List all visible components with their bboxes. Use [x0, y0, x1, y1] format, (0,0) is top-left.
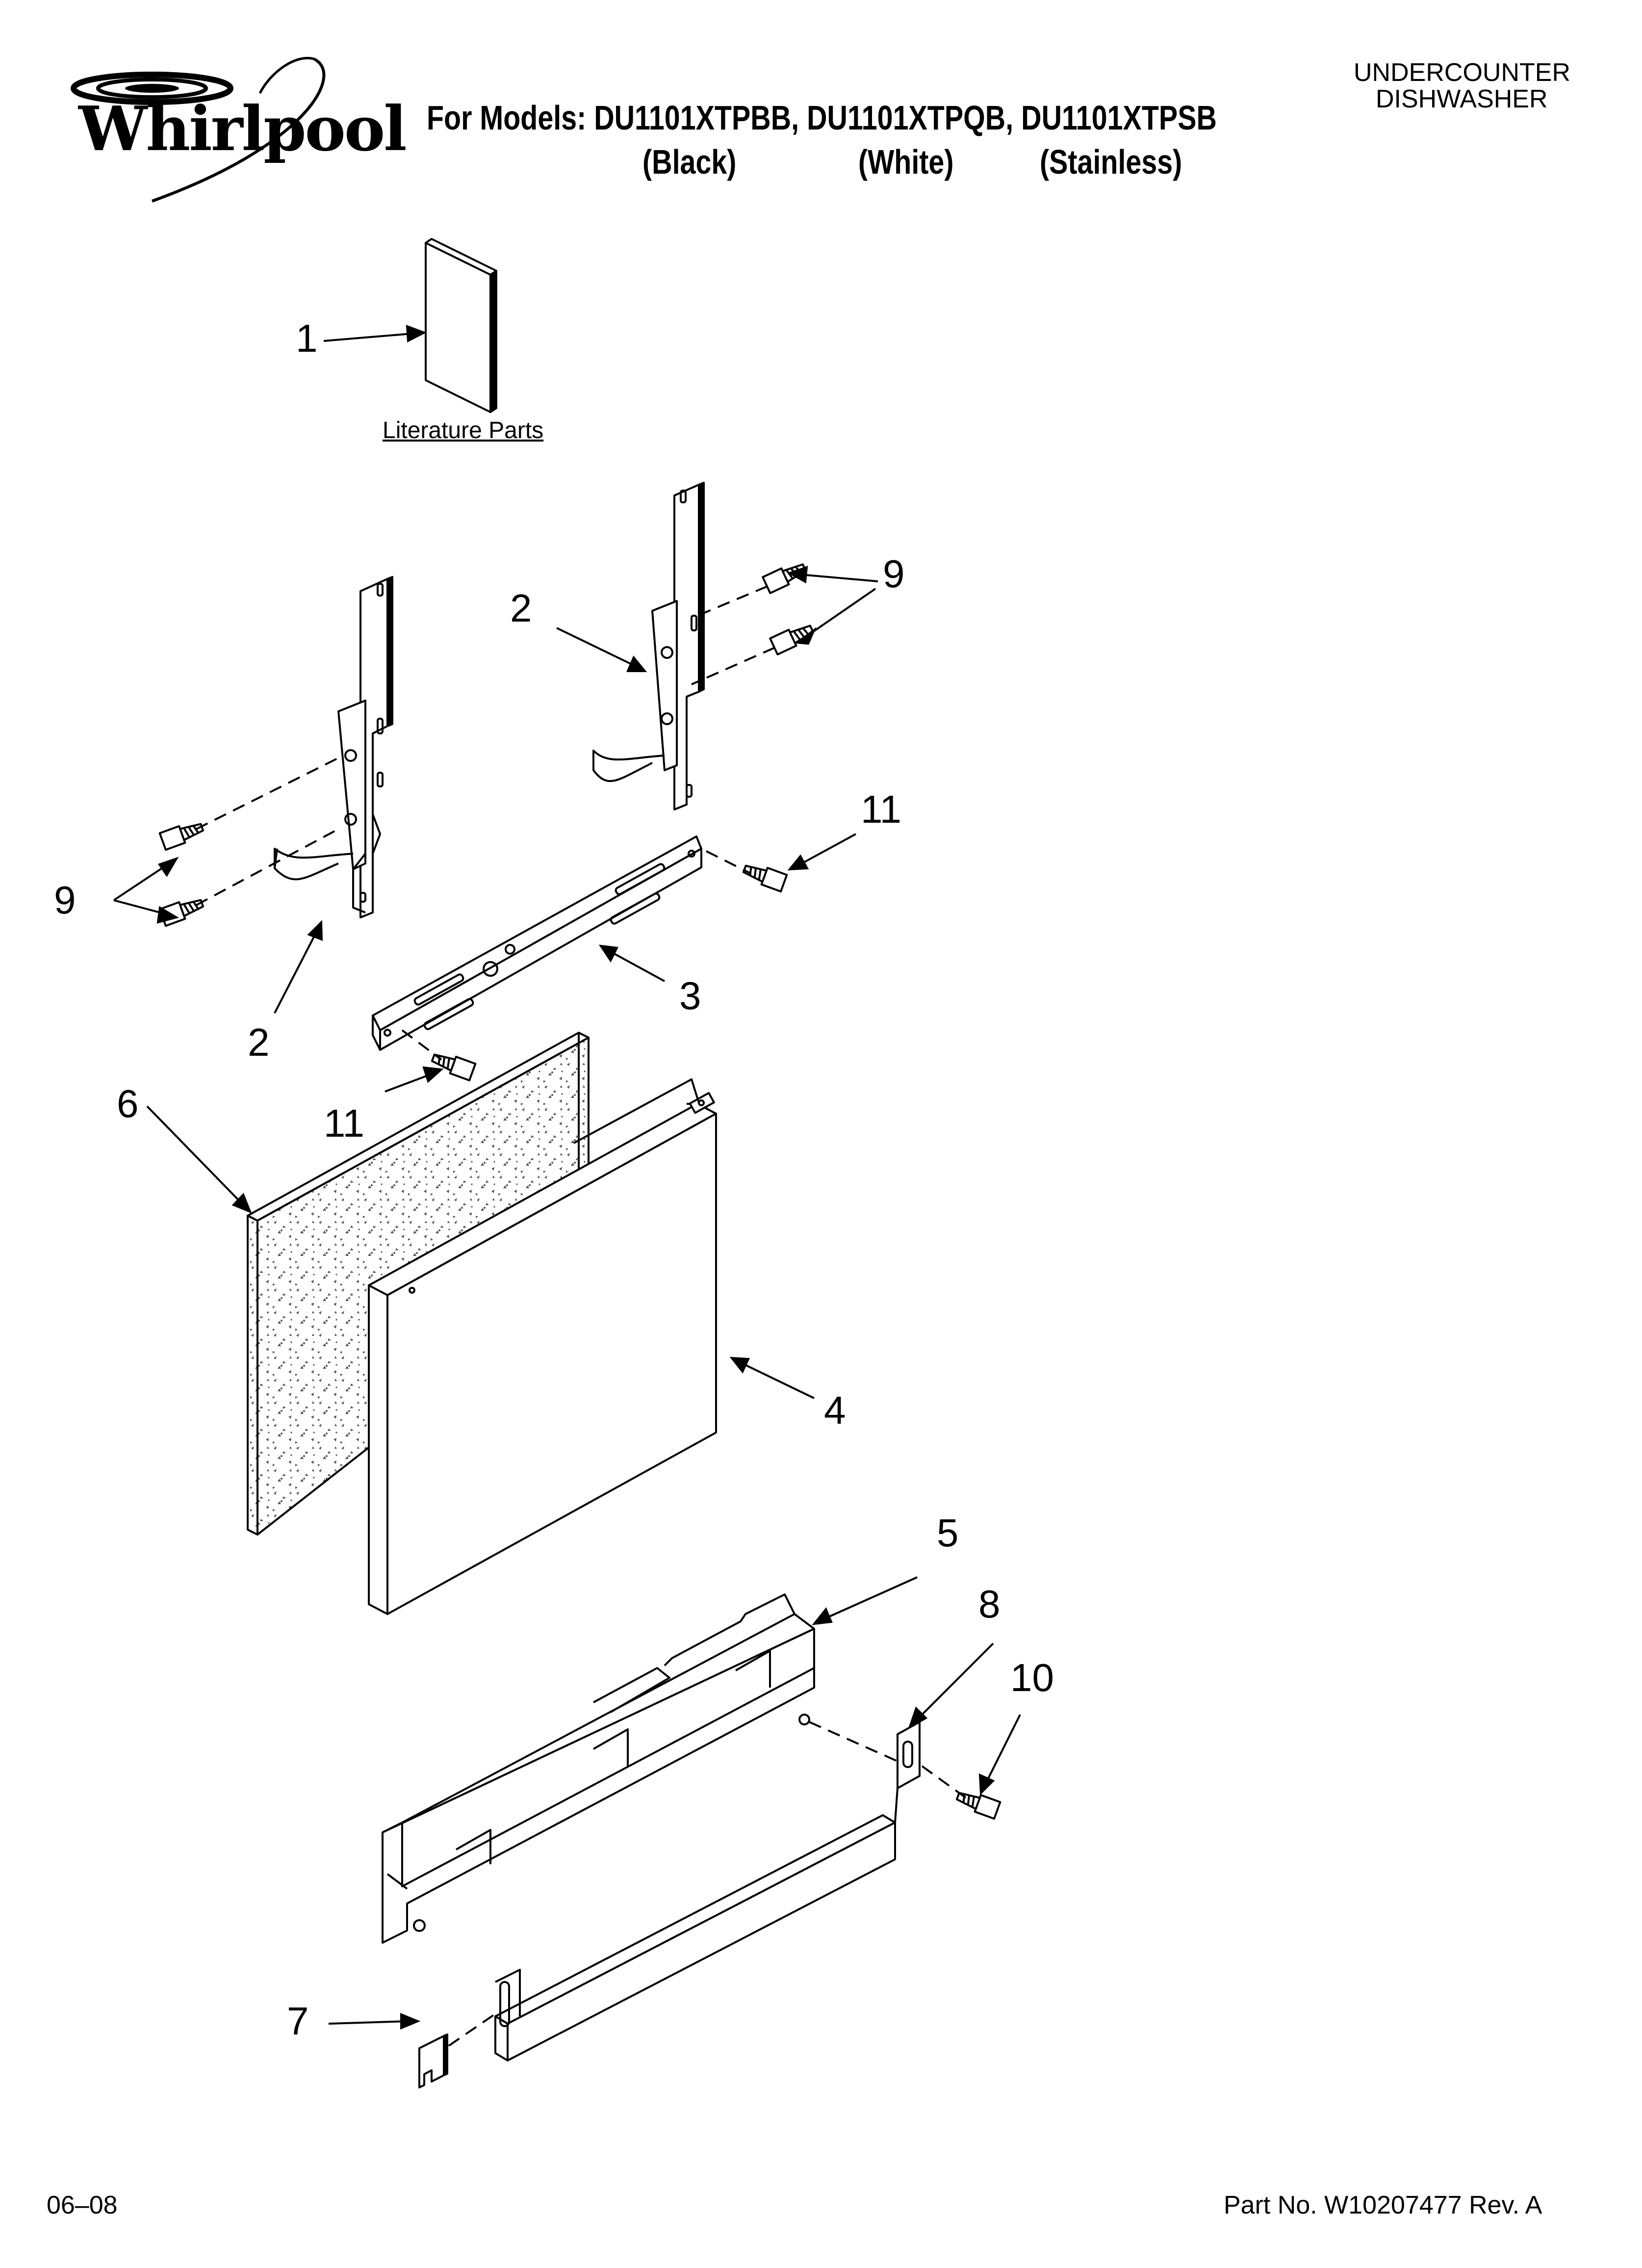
callout-1: 1 [296, 316, 318, 360]
hinge-bracket-left [274, 576, 393, 918]
outer-door-panel [368, 1078, 717, 1615]
hinge-bracket-right [592, 482, 705, 810]
literature-booklet [425, 238, 497, 413]
variant-stainless: (Stainless) [1040, 143, 1182, 181]
screw-9-mid [769, 625, 814, 655]
product-type-line-1: UNDERCOUNTER [1354, 58, 1570, 87]
screw-11-right [742, 864, 788, 893]
callout-2-right: 2 [510, 586, 532, 630]
screw-9-left-top [158, 823, 205, 851]
callout-9-left: 9 [54, 878, 76, 922]
variant-black: (Black) [642, 143, 737, 181]
toe-panel-bracket [382, 1593, 815, 1944]
screw-10 [955, 1792, 1001, 1820]
callout-9-right: 9 [883, 552, 905, 596]
toe-panel-clip [418, 2033, 448, 2088]
callout-7: 7 [287, 1999, 309, 2043]
callout-11-left: 11 [324, 1101, 365, 1145]
callout-10: 10 [1010, 1656, 1054, 1699]
literature-parts-label: Literature Parts [383, 417, 544, 443]
callout-3: 3 [679, 974, 701, 1017]
product-type-line-2: DISHWASHER [1376, 85, 1548, 113]
callout-11-right: 11 [861, 787, 902, 831]
whirlpool-swirl-logo-icon [71, 57, 326, 203]
models-line: For Models: DU1101XTPBB, DU1101XTPQB, DU… [427, 99, 1217, 137]
part-number: Part No. W10207477 Rev. A [1224, 2191, 1542, 2219]
brand-name: Whirlpool [78, 93, 407, 165]
screw-11-left [431, 1053, 477, 1082]
callout-2-left: 2 [248, 1020, 270, 1064]
variant-white: (White) [858, 143, 954, 181]
callout-8: 8 [978, 1582, 1001, 1626]
toe-panel [494, 1721, 921, 2061]
callout-4: 4 [824, 1388, 846, 1432]
callout-6: 6 [117, 1082, 139, 1125]
door-support-rail [372, 835, 702, 1051]
revision-date: 06–08 [47, 2191, 118, 2219]
callout-5: 5 [937, 1511, 959, 1555]
